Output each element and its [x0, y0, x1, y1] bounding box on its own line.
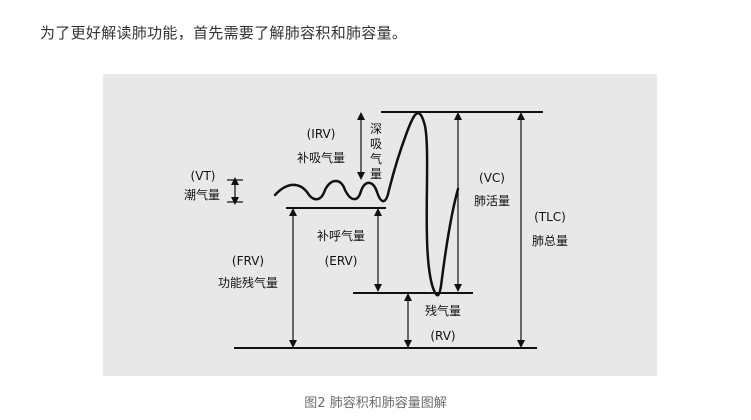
deep-breath-char-3: 气 — [370, 151, 382, 166]
rv-abbr-label: (RV) — [430, 329, 455, 343]
irv-abbr-label: (IRV) — [307, 127, 336, 141]
frv-name-label: 功能残气量 — [218, 275, 278, 290]
rv-name-label: 残气量 — [425, 303, 461, 318]
intro-text: 为了更好解读肺功能，首先需要了解肺容积和肺容量。 — [40, 24, 408, 42]
deep-breath-char-1: 深 — [370, 122, 382, 136]
vc-abbr-label: (VC) — [479, 171, 505, 185]
deep-breath-char-4: 量 — [370, 167, 382, 181]
figure-caption: 图2 肺容积和肺容量图解 — [304, 396, 447, 411]
deep-breath-char-2: 吸 — [370, 137, 382, 151]
tlc-name-label: 肺总量 — [532, 234, 568, 248]
vt-abbr-label: (VT) — [191, 169, 216, 183]
erv-abbr-label: (ERV) — [325, 254, 358, 268]
frv-abbr-label: (FRV) — [232, 254, 264, 268]
tidal-wave-trace — [273, 111, 460, 297]
diagram-canvas: (VT) 潮气量 (IRV) 补吸气量 深 吸 气 量 (FRV) 功能残气量 … — [184, 111, 568, 349]
tlc-abbr-label: (TLC) — [534, 210, 566, 224]
deep-breath-label: 深 吸 气 量 — [370, 122, 382, 181]
erv-name-label: 补呼气量 — [317, 228, 365, 243]
irv-name-label: 补吸气量 — [297, 150, 345, 165]
lung-volume-diagram: (VT) 潮气量 (IRV) 补吸气量 深 吸 气 量 (FRV) 功能残气量 … — [103, 74, 657, 376]
vt-name-label: 潮气量 — [184, 187, 220, 202]
vc-name-label: 肺活量 — [474, 194, 510, 208]
